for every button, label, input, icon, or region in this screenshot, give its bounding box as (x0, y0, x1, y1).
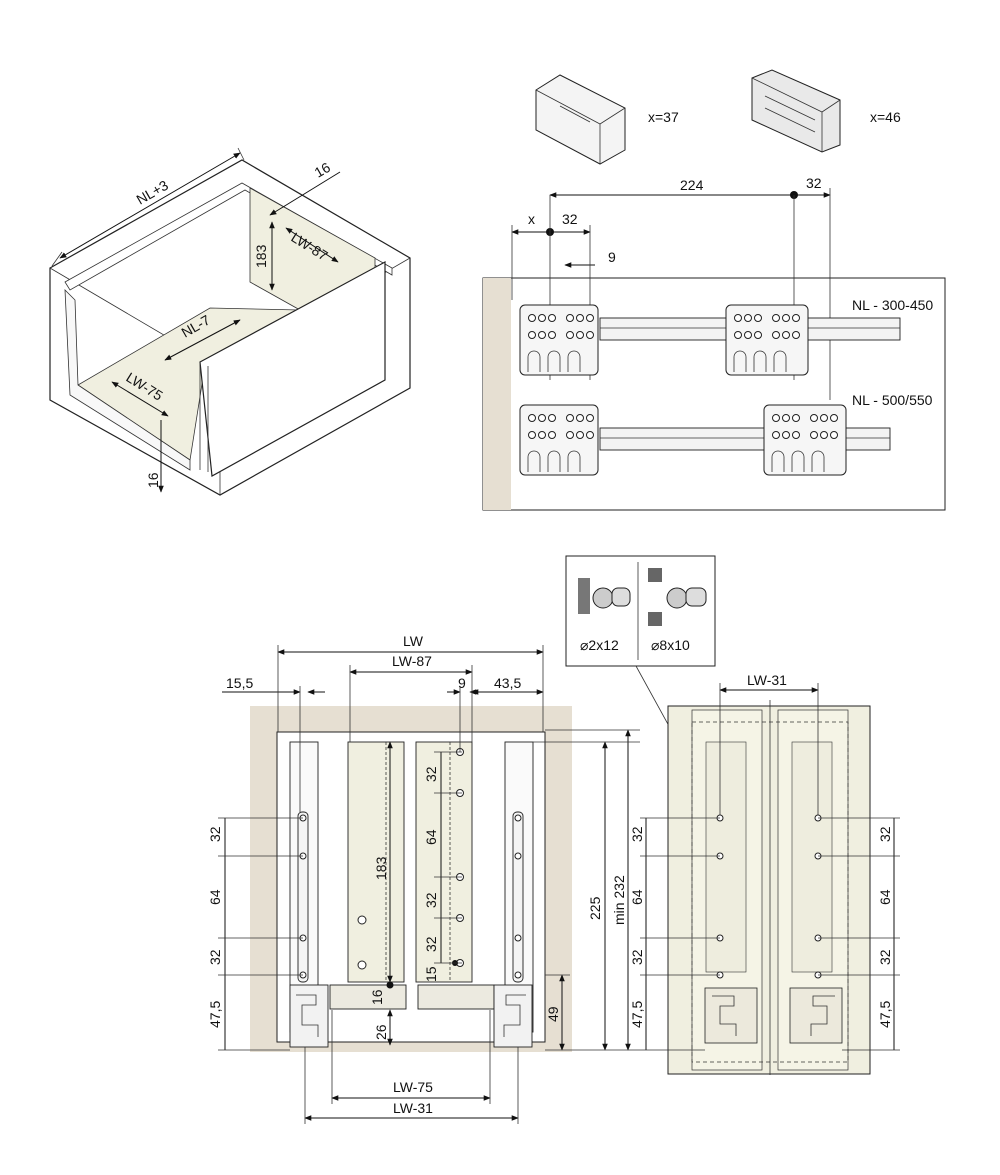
screw-8x10-label: ⌀8x10 (651, 637, 690, 653)
runner-32a-label: 32 (562, 211, 578, 227)
fv-left-47-5: 47,5 (207, 1001, 223, 1028)
fv-c-32b: 32 (423, 892, 439, 908)
fv-16-label: 16 (369, 989, 385, 1005)
fv-left-32b: 32 (207, 949, 223, 965)
fv-26-label: 26 (373, 1024, 389, 1040)
bv-l-47-5: 47,5 (629, 1001, 645, 1028)
bv-r-32a: 32 (877, 826, 893, 842)
iso-16-bottom-label: 16 (145, 472, 161, 488)
fv-49-label: 49 (545, 1006, 561, 1022)
isometric-drawer: NL+3 16 183 LW-87 NL-7 LW-75 16 (49, 147, 411, 496)
front-panel-options: x=37 x=46 (535, 69, 901, 165)
bv-l-32b: 32 (629, 949, 645, 965)
fv-lw75-label: LW-75 (393, 1079, 433, 1095)
fv-left-64: 64 (207, 889, 223, 905)
bv-l-32a: 32 (629, 826, 645, 842)
runner-nl300-label: NL - 300-450 (852, 297, 933, 313)
front-view: LW LW-87 15,5 9 43,5 32 64 32 47,5 183 1… (207, 633, 640, 1124)
fv-left-32a: 32 (207, 826, 223, 842)
fv-225-label: 225 (587, 896, 603, 920)
runner-224-label: 224 (680, 177, 704, 193)
fv-lw31-label: LW-31 (393, 1100, 433, 1116)
bv-r-64: 64 (877, 889, 893, 905)
fv-c-32a: 32 (423, 766, 439, 782)
iso-16-top-label: 16 (312, 159, 334, 181)
front-x46-label: x=46 (870, 109, 901, 125)
screw-detail: ⌀2x12 ⌀8x10 (565, 555, 716, 809)
fv-183-label: 183 (373, 856, 389, 880)
fv-43-5-label: 43,5 (494, 675, 521, 691)
fv-min232-label: min 232 (611, 875, 627, 925)
back-view: LW-31 32 64 32 47,5 32 64 32 47,5 (629, 672, 900, 1075)
iso-183-label: 183 (253, 244, 269, 268)
fv-lw-label: LW (403, 633, 424, 649)
fv-c-64: 64 (423, 829, 439, 845)
fv-15-5-label: 15,5 (226, 675, 253, 691)
front-x37-label: x=37 (648, 109, 679, 125)
runner-detail: 224 32 x 32 9 NL - 300-450 (482, 175, 946, 511)
fv-9-label: 9 (458, 675, 466, 691)
bv-l-64: 64 (629, 889, 645, 905)
runner-9-label: 9 (608, 249, 616, 265)
fv-c-15: 15 (423, 966, 439, 982)
runner-32b-label: 32 (806, 175, 822, 191)
screw-2x12-label: ⌀2x12 (580, 637, 619, 653)
bv-lw31-label: LW-31 (747, 672, 787, 688)
bv-r-32b: 32 (877, 949, 893, 965)
fv-lw87-label: LW-87 (392, 653, 432, 669)
runner-x-label: x (528, 211, 535, 227)
bv-r-47-5: 47,5 (877, 1001, 893, 1028)
runner-nl500-label: NL - 500/550 (852, 392, 933, 408)
fv-c-32c: 32 (423, 936, 439, 952)
